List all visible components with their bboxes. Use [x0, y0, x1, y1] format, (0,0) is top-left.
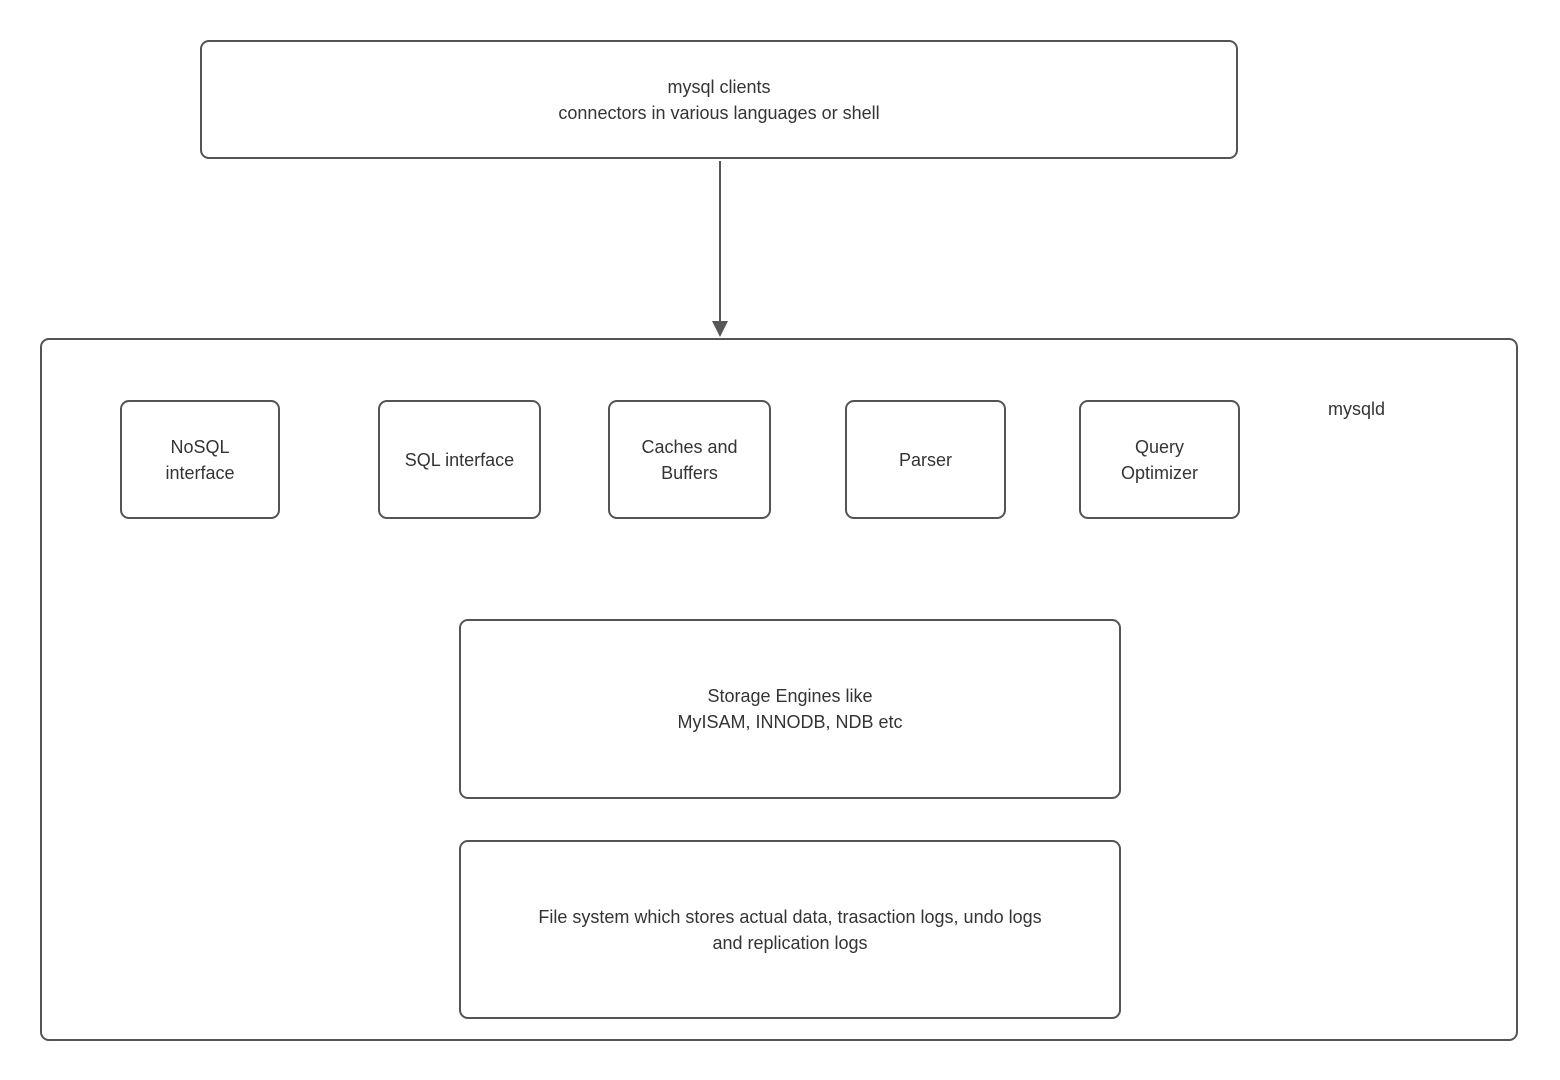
- file-system-label: File system which stores actual data, tr…: [538, 906, 1042, 953]
- parser-node: Parser: [845, 400, 1006, 519]
- sql-interface-label: SQL interface: [404, 449, 515, 470]
- arrow-down-icon: [712, 321, 728, 337]
- mysql-clients-node: mysql clients connectors in various lang…: [200, 40, 1238, 159]
- caches-and-buffers-node: Caches and Buffers: [608, 400, 771, 519]
- query-optimizer-node: Query Optimizer: [1079, 400, 1240, 519]
- parser-label: Parser: [898, 449, 952, 470]
- nosql-interface-label: NoSQL interface: [165, 436, 235, 483]
- nosql-interface-node: NoSQL interface: [120, 400, 280, 519]
- sql-interface-node: SQL interface: [378, 400, 541, 519]
- mysqld-label: mysqld: [1328, 399, 1386, 419]
- file-system-node: File system which stores actual data, tr…: [459, 840, 1121, 1019]
- mysql-clients-label: mysql clients connectors in various lang…: [558, 76, 880, 123]
- clients-to-mysqld-arrow-line: [719, 161, 721, 324]
- caches-and-buffers-label: Caches and Buffers: [641, 436, 738, 483]
- storage-engines-label: Storage Engines like MyISAM, INNODB, NDB…: [677, 686, 903, 732]
- storage-engines-node: Storage Engines like MyISAM, INNODB, NDB…: [459, 619, 1121, 799]
- query-optimizer-label: Query Optimizer: [1120, 436, 1198, 483]
